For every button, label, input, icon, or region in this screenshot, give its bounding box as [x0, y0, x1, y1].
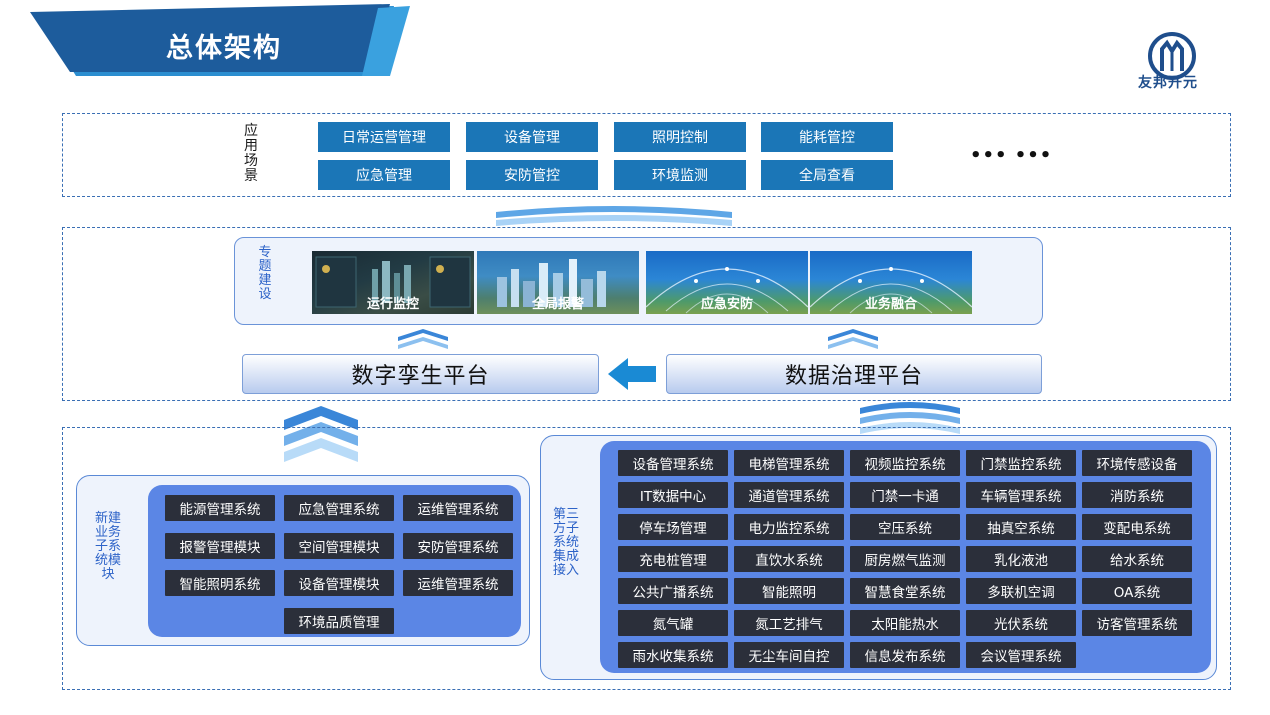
- topic-card-fusion[interactable]: 业务融合: [810, 251, 972, 314]
- system-item[interactable]: 氮工艺排气: [734, 610, 844, 636]
- app-item[interactable]: 全局查看: [761, 160, 893, 190]
- system-item[interactable]: 光伏系统: [966, 610, 1076, 636]
- page-title: 总体架构: [166, 33, 282, 64]
- system-item[interactable]: 门禁监控系统: [966, 450, 1076, 476]
- application-section: [62, 113, 1231, 197]
- title-banner: 总体架构: [0, 0, 420, 85]
- third-party-label: 第三方子系统集成接入: [552, 507, 579, 578]
- module-item[interactable]: 报警管理模块: [165, 533, 275, 559]
- topic-label: 运行监控: [366, 297, 419, 312]
- module-item[interactable]: 应急管理系统: [284, 495, 394, 521]
- topic-card-alarm[interactable]: 全局报警: [477, 251, 639, 314]
- app-item[interactable]: 能耗管控: [761, 122, 893, 152]
- app-item[interactable]: 照明控制: [614, 122, 746, 152]
- network-globe-icon: [810, 267, 972, 314]
- system-item[interactable]: 氮气罐: [618, 610, 728, 636]
- system-item[interactable]: 智能照明: [734, 578, 844, 604]
- system-item[interactable]: 给水系统: [1082, 546, 1192, 572]
- network-globe-icon: [646, 267, 808, 314]
- system-item[interactable]: 消防系统: [1082, 482, 1192, 508]
- left-arrow-icon: [608, 358, 656, 390]
- system-item[interactable]: 多联机空调: [966, 578, 1076, 604]
- system-item[interactable]: 通道管理系统: [734, 482, 844, 508]
- system-item[interactable]: 变配电系统: [1082, 514, 1192, 540]
- app-item[interactable]: 日常运营管理: [318, 122, 450, 152]
- new-business-label: 新建业务子系统模块: [94, 511, 121, 582]
- system-item[interactable]: 厨房燃气监测: [850, 546, 960, 572]
- more-indicator: ••• •••: [970, 145, 1053, 166]
- topic-label: 全局报警: [531, 297, 584, 312]
- system-item[interactable]: 充电桩管理: [618, 546, 728, 572]
- system-item[interactable]: 雨水收集系统: [618, 642, 728, 668]
- system-item[interactable]: 直饮水系统: [734, 546, 844, 572]
- system-item[interactable]: 电力监控系统: [734, 514, 844, 540]
- up-chevron-icon: [828, 329, 878, 349]
- system-item[interactable]: 会议管理系统: [966, 642, 1076, 668]
- module-item[interactable]: 智能照明系统: [165, 570, 275, 596]
- module-item[interactable]: 能源管理系统: [165, 495, 275, 521]
- app-item[interactable]: 应急管理: [318, 160, 450, 190]
- system-item[interactable]: 公共广播系统: [618, 578, 728, 604]
- module-item[interactable]: 运维管理系统: [403, 570, 513, 596]
- digital-twin-platform[interactable]: 数字孪生平台: [242, 354, 599, 394]
- app-item[interactable]: 安防管控: [466, 160, 598, 190]
- system-item[interactable]: 无尘车间自控: [734, 642, 844, 668]
- module-item[interactable]: 安防管理系统: [403, 533, 513, 559]
- topic-section-label: 专题建设: [258, 245, 272, 302]
- module-item[interactable]: 运维管理系统: [403, 495, 513, 521]
- dashboard-thumbnail-icon: [315, 256, 471, 308]
- data-governance-platform[interactable]: 数据治理平台: [666, 354, 1042, 394]
- system-item[interactable]: 视频监控系统: [850, 450, 960, 476]
- system-item[interactable]: 乳化液池: [966, 546, 1076, 572]
- system-item[interactable]: 环境传感设备: [1082, 450, 1192, 476]
- module-item[interactable]: 空间管理模块: [284, 533, 394, 559]
- system-item[interactable]: 空压系统: [850, 514, 960, 540]
- up-chevron-icon: [398, 329, 448, 349]
- app-item[interactable]: 环境监测: [614, 160, 746, 190]
- city-skyline-icon: [497, 259, 606, 307]
- app-section-label: 应用场景: [244, 123, 258, 184]
- system-item[interactable]: 门禁一卡通: [850, 482, 960, 508]
- system-item[interactable]: OA系统: [1082, 578, 1192, 604]
- up-chevron-icon: [860, 402, 960, 434]
- logo-text: 友邦开元: [1138, 75, 1198, 91]
- system-item[interactable]: 智慧食堂系统: [850, 578, 960, 604]
- topic-label: 应急安防: [700, 297, 753, 312]
- system-item[interactable]: 信息发布系统: [850, 642, 960, 668]
- topic-label: 业务融合: [864, 297, 917, 312]
- system-item[interactable]: 太阳能热水: [850, 610, 960, 636]
- system-item[interactable]: 车辆管理系统: [966, 482, 1076, 508]
- topic-card-emergency[interactable]: 应急安防: [646, 251, 808, 314]
- module-item[interactable]: 环境品质管理: [284, 608, 394, 634]
- system-item[interactable]: 电梯管理系统: [734, 450, 844, 476]
- subsystem-section: [62, 427, 1231, 690]
- platform-section: [62, 227, 1231, 401]
- up-chevron-icon: [284, 406, 358, 462]
- system-item[interactable]: 停车场管理: [618, 514, 728, 540]
- module-item[interactable]: 设备管理模块: [284, 570, 394, 596]
- system-item[interactable]: IT数据中心: [618, 482, 728, 508]
- system-item[interactable]: 抽真空系统: [966, 514, 1076, 540]
- up-chevron-icon: [496, 206, 732, 226]
- company-logo-icon: [1148, 32, 1196, 80]
- topic-card-monitoring[interactable]: 运行监控: [312, 251, 474, 314]
- app-item[interactable]: 设备管理: [466, 122, 598, 152]
- system-item[interactable]: 访客管理系统: [1082, 610, 1192, 636]
- system-item[interactable]: 设备管理系统: [618, 450, 728, 476]
